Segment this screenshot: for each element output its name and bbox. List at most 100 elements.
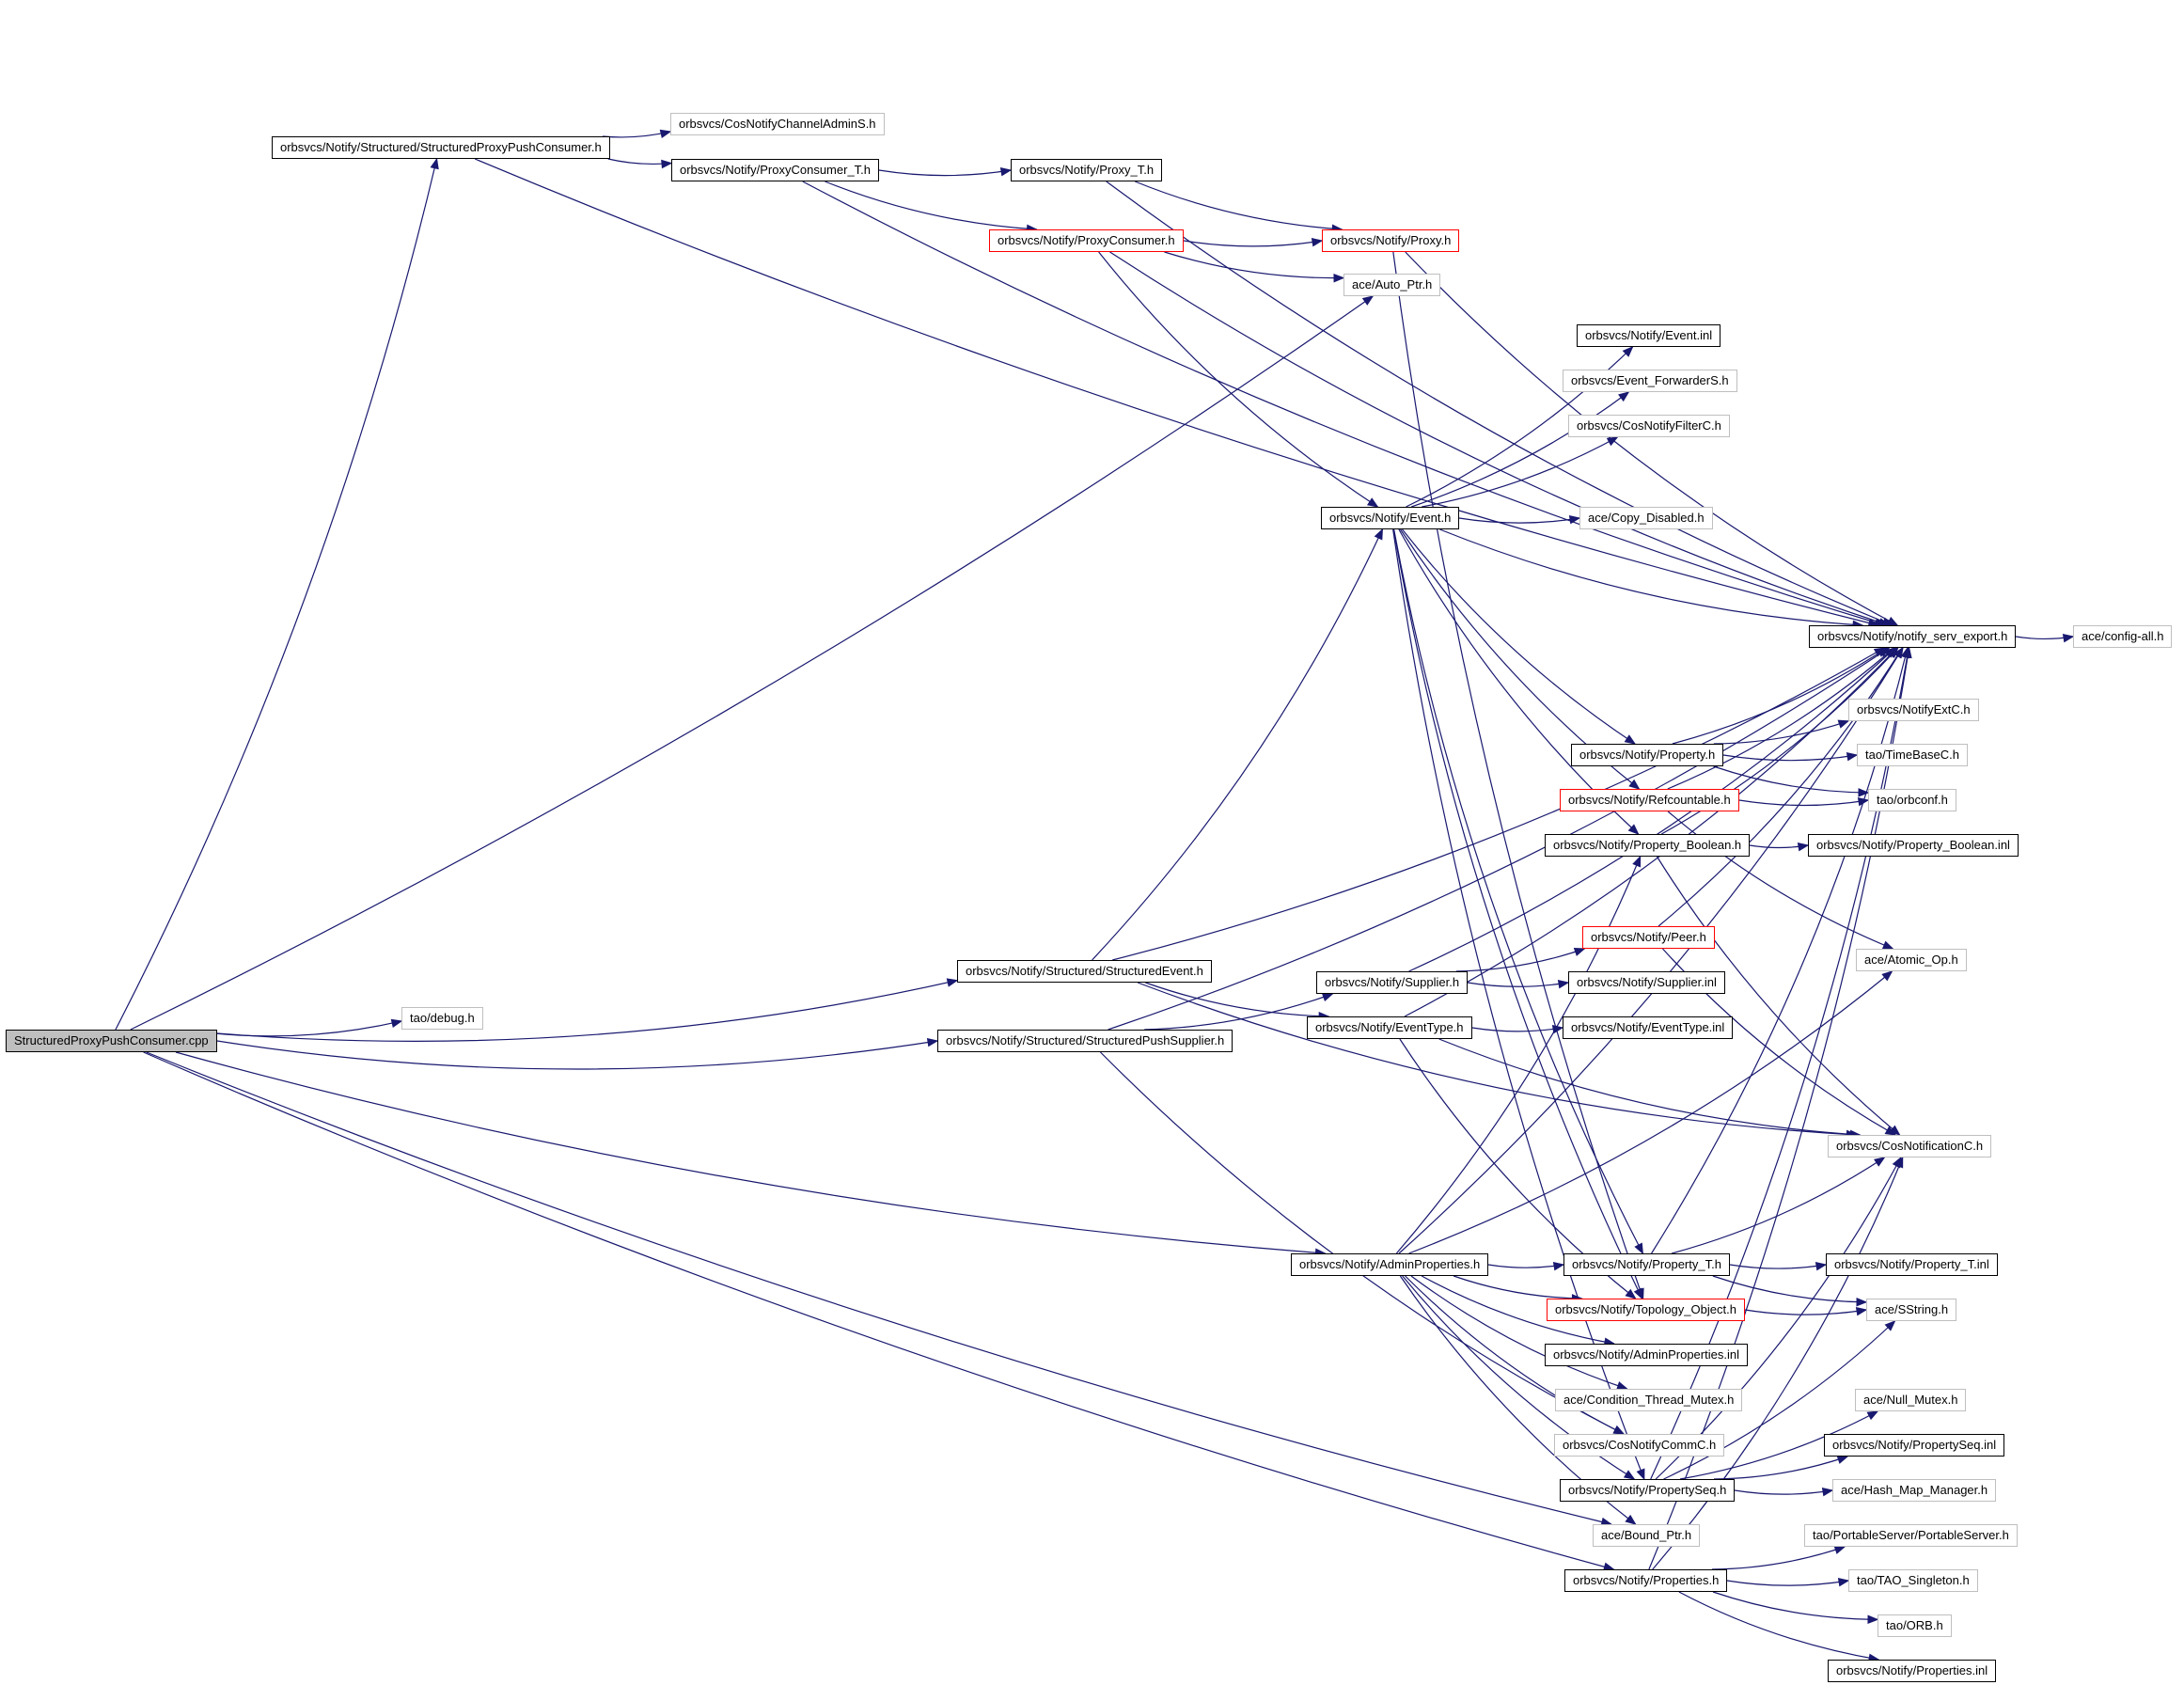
node-adminproperties-inl[interactable]: orbsvcs/Notify/AdminProperties.inl	[1545, 1344, 1748, 1366]
node-copy-disabled[interactable]: ace/Copy_Disabled.h	[1579, 507, 1713, 529]
node-atomic-op[interactable]: ace/Atomic_Op.h	[1856, 949, 1967, 971]
edge-adminproperties_h-to-adminproperties_inl	[1421, 1275, 1614, 1345]
node-config-all[interactable]: ace/config-all.h	[2073, 625, 2173, 648]
arrowhead-eventtype_h-to-eventtype_inl	[1551, 1024, 1564, 1034]
arrowhead-properties_h-to-cosnotification_c	[1894, 1156, 1904, 1169]
arrowhead-property_t_h-to-sstring	[1856, 1297, 1868, 1307]
node-property-boolean-inl[interactable]: orbsvcs/Notify/Property_Boolean.inl	[1808, 834, 2019, 857]
edge-root-to-sppc_h	[115, 158, 438, 1031]
edge-adminproperties_h-to-notify_serv_export	[1398, 647, 1904, 1254]
edge-structured_event-to-eventtype_h	[1145, 982, 1329, 1017]
edge-root-to-structured_push_supplier	[216, 1040, 938, 1070]
edge-proxyconsumer-to-notify_serv_export	[1109, 251, 1890, 626]
edge-supplier_h-to-notify_serv_export	[1408, 647, 1896, 972]
node-eventtype-inl[interactable]: orbsvcs/Notify/EventType.inl	[1563, 1016, 1734, 1039]
edge-property_boolean_h-to-cosnotification_c	[1656, 856, 1900, 1136]
edge-propertyseq_h-to-sstring	[1663, 1320, 1895, 1480]
edge-event_h-to-property_h	[1402, 528, 1636, 745]
node-event-h[interactable]: orbsvcs/Notify/Event.h	[1321, 507, 1460, 529]
node-hash-map-manager[interactable]: ace/Hash_Map_Manager.h	[1832, 1479, 1997, 1502]
node-null-mutex[interactable]: ace/Null_Mutex.h	[1855, 1389, 1967, 1411]
node-cosnotify-chanadmin-s[interactable]: orbsvcs/CosNotifyChannelAdminS.h	[670, 113, 885, 135]
node-sstring[interactable]: ace/SString.h	[1866, 1299, 1957, 1321]
node-structured-push-supplier[interactable]: orbsvcs/Notify/Structured/StructuredPush…	[937, 1030, 1233, 1052]
arrowhead-adminproperties_h-to-notify_serv_export	[1893, 646, 1904, 659]
node-property-t-inl[interactable]: orbsvcs/Notify/Property_T.inl	[1826, 1253, 1998, 1276]
node-property-boolean-h[interactable]: orbsvcs/Notify/Property_Boolean.h	[1545, 834, 1751, 857]
node-property-h[interactable]: orbsvcs/Notify/Property.h	[1571, 744, 1724, 766]
edge-topology_object-to-sstring	[1744, 1309, 1867, 1315]
edge-sppc_h-to-notify_serv_export	[474, 158, 1879, 626]
node-adminproperties-h[interactable]: orbsvcs/Notify/AdminProperties.h	[1291, 1253, 1489, 1276]
arrowhead-propertyseq_h-to-hash_map_manager	[1821, 1487, 1834, 1497]
node-tao-orb[interactable]: tao/ORB.h	[1878, 1614, 1952, 1637]
node-supplier-h[interactable]: orbsvcs/Notify/Supplier.h	[1316, 971, 1469, 994]
node-cosnotifycomm-c[interactable]: orbsvcs/CosNotifyCommC.h	[1554, 1434, 1725, 1457]
arrowhead-sppc_h-to-proxyconsumer_t	[661, 159, 673, 169]
edge-properties_h-to-tao_orb	[1712, 1591, 1878, 1620]
node-peer[interactable]: orbsvcs/Notify/Peer.h	[1582, 926, 1715, 949]
node-root-cpp[interactable]: StructuredProxyPushConsumer.cpp	[6, 1030, 217, 1052]
node-sppc-h[interactable]: orbsvcs/Notify/Structured/StructuredProx…	[272, 136, 610, 159]
node-eventtype-h[interactable]: orbsvcs/Notify/EventType.h	[1307, 1016, 1472, 1039]
node-portableserver[interactable]: tao/PortableServer/PortableServer.h	[1804, 1524, 2018, 1547]
node-orbconf[interactable]: tao/orbconf.h	[1868, 789, 1956, 811]
node-proxyconsumer-t[interactable]: orbsvcs/Notify/ProxyConsumer_T.h	[671, 159, 880, 181]
edge-property_boolean_h-to-notify_serv_export	[1660, 647, 1899, 835]
node-event-forwarder-s[interactable]: orbsvcs/Event_ForwarderS.h	[1563, 370, 1737, 392]
arrowhead-root-to-auto_ptr	[1361, 295, 1375, 306]
edge-adminproperties_h-to-cosnotifycomm_c	[1405, 1275, 1625, 1435]
node-cosnotifyfilter-c[interactable]: orbsvcs/CosNotifyFilterC.h	[1568, 415, 1730, 437]
node-timebase-c[interactable]: tao/TimeBaseC.h	[1857, 744, 1968, 766]
edge-event_h-to-property_t_h	[1393, 528, 1643, 1254]
node-notifyext-c[interactable]: orbsvcs/NotifyExtC.h	[1848, 699, 1979, 721]
edge-supplier_h-to-peer	[1455, 948, 1585, 972]
edge-property_t_h-to-notify_serv_export	[1651, 647, 1909, 1254]
node-notify-serv-export[interactable]: orbsvcs/Notify/notify_serv_export.h	[1809, 625, 2017, 648]
arrowhead-properties_h-to-portableserver	[1833, 1545, 1846, 1554]
node-event-inl[interactable]: orbsvcs/Notify/Event.inl	[1577, 324, 1721, 347]
node-proxy-t[interactable]: orbsvcs/Notify/Proxy_T.h	[1011, 159, 1163, 181]
edge-adminproperties_h-to-topology_object	[1453, 1275, 1582, 1299]
node-supplier-inl[interactable]: orbsvcs/Notify/Supplier.inl	[1568, 971, 1725, 994]
arrowhead-proxy-to-notify_serv_export	[1886, 616, 1899, 626]
arrowhead-root-to-structured_event	[946, 978, 959, 987]
node-propertyseq-h[interactable]: orbsvcs/Notify/PropertySeq.h	[1560, 1479, 1736, 1502]
edge-property_h-to-orbconf	[1713, 765, 1869, 794]
arrowhead-adminproperties_h-to-cosnotifycomm_c	[1612, 1425, 1626, 1435]
edge-refcountable-to-atomic_op	[1667, 811, 1893, 950]
node-propertyseq-inl[interactable]: orbsvcs/Notify/PropertySeq.inl	[1824, 1434, 2005, 1457]
node-refcountable[interactable]: orbsvcs/Notify/Refcountable.h	[1560, 789, 1739, 811]
arrowhead-event_h-to-refcountable	[1628, 779, 1641, 790]
arrowhead-event_h-to-copy_disabled	[1568, 514, 1581, 525]
arrowhead-properties_h-to-tao_singleton	[1837, 1577, 1850, 1587]
edge-property_h-to-timebase_c	[1722, 754, 1858, 762]
edge-event_h-to-notify_serv_export	[1439, 528, 1863, 626]
edge-peer-to-notify_serv_export	[1658, 647, 1903, 927]
node-properties-h[interactable]: orbsvcs/Notify/Properties.h	[1564, 1569, 1728, 1592]
node-topology-object[interactable]: orbsvcs/Notify/Topology_Object.h	[1547, 1299, 1745, 1321]
edge-event_h-to-copy_disabled	[1458, 517, 1580, 524]
node-auto-ptr[interactable]: ace/Auto_Ptr.h	[1343, 274, 1441, 296]
node-proxy[interactable]: orbsvcs/Notify/Proxy.h	[1322, 229, 1460, 252]
node-structured-event[interactable]: orbsvcs/Notify/Structured/StructuredEven…	[957, 960, 1212, 983]
edge-adminproperties_h-to-property_boolean_h	[1395, 856, 1642, 1254]
arrowhead-eventtype_h-to-topology_object	[1625, 1288, 1637, 1299]
node-condition-thread-mutex[interactable]: ace/Condition_Thread_Mutex.h	[1555, 1389, 1743, 1411]
arrowhead-property_boolean_h-to-property_boolean_inl	[1797, 842, 1810, 852]
node-bound-ptr[interactable]: ace/Bound_Ptr.h	[1593, 1524, 1701, 1547]
edge-adminproperties_h-to-property_t_h	[1487, 1264, 1564, 1268]
arrowhead-event_h-to-topology_object	[1633, 1287, 1643, 1300]
node-cosnotification-c[interactable]: orbsvcs/CosNotificationC.h	[1828, 1135, 1992, 1157]
edge-event_h-to-topology_object	[1392, 528, 1643, 1299]
arrowhead-event_h-to-propertyseq_h	[1636, 1468, 1645, 1481]
node-tao-debug[interactable]: tao/debug.h	[401, 1007, 483, 1030]
edge-properties_h-to-cosnotification_c	[1652, 1157, 1904, 1570]
edge-proxy_t-to-proxy	[1135, 181, 1343, 230]
arrowhead-event_h-to-event_forwarder_s	[1618, 391, 1630, 402]
node-proxyconsumer[interactable]: orbsvcs/Notify/ProxyConsumer.h	[989, 229, 1184, 252]
node-property-t-h[interactable]: orbsvcs/Notify/Property_T.h	[1563, 1253, 1730, 1276]
node-properties-inl[interactable]: orbsvcs/Notify/Properties.inl	[1828, 1660, 1997, 1682]
node-tao-singleton[interactable]: tao/TAO_Singleton.h	[1848, 1569, 1978, 1592]
arrowhead-event_h-to-cosnotifyfilter_c	[1606, 436, 1619, 447]
